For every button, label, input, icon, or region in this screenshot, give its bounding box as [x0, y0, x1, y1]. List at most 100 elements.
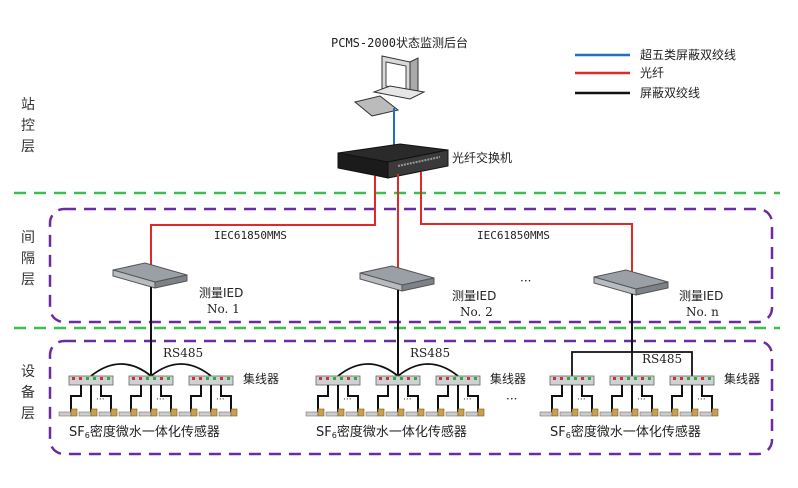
- sensor-ellipsis: ···: [216, 395, 225, 405]
- hub-icon: [549, 375, 595, 386]
- sensor-wire: [611, 385, 623, 412]
- ied-n-name: 测量IED: [679, 289, 724, 303]
- sf6-sensor-icon: [599, 408, 619, 417]
- sf6-sensor-icon: [218, 408, 238, 417]
- fiber-link-ied-1: [150, 176, 376, 270]
- hub-label: 集线器: [490, 372, 527, 386]
- rs485-bus: [397, 363, 459, 377]
- hub-icon: [435, 375, 481, 386]
- hub-icon: [128, 375, 174, 386]
- hub-icon: [188, 375, 234, 386]
- sensor-wire: [551, 385, 563, 412]
- sensor-ellipsis: ···: [463, 395, 472, 405]
- sf6-sensor-icon: [559, 408, 579, 417]
- ied-2-number: No. 2: [460, 305, 493, 319]
- sf6-sensor-icon: [98, 408, 118, 417]
- sensor-ellipsis: ···: [403, 395, 412, 405]
- sensor-wire: [160, 385, 172, 412]
- sensor-wire: [701, 385, 713, 412]
- sensor-wire: [317, 385, 329, 412]
- sf6-sensor-icon: [198, 408, 218, 417]
- hub-icon: [609, 375, 655, 386]
- sf6-sensor-icon: [78, 408, 98, 417]
- hub-label: 集线器: [724, 372, 761, 386]
- sensor-ellipsis: ···: [343, 395, 352, 405]
- legend-label-twisted: 屏蔽双绞线: [640, 86, 701, 100]
- ied-ellipsis: ···: [520, 274, 532, 288]
- sensor-wire: [70, 385, 82, 412]
- fiber-switch-icon: [337, 143, 449, 179]
- sf6-sensor-icon: [118, 408, 138, 417]
- sensor-wire: [437, 385, 449, 412]
- sensor-wire: [347, 385, 359, 412]
- hub-icon: [669, 375, 715, 386]
- sensor-ellipsis: ···: [697, 395, 706, 405]
- sensor-group-label: SF6密度微水一体化传感器: [316, 425, 467, 441]
- hub-icon: [68, 375, 114, 386]
- layer-label-station: 站控层: [21, 97, 35, 155]
- rs485-bus: [150, 363, 212, 377]
- sensor-ellipsis: ···: [577, 395, 586, 405]
- sf6-sensor-icon: [619, 408, 639, 417]
- hub-icon: [375, 375, 421, 386]
- sensor-wire: [641, 385, 653, 412]
- sf6-sensor-icon: [345, 408, 365, 417]
- ied-1-number: No. 1: [207, 302, 240, 316]
- sf6-sensor-icon: [178, 408, 198, 417]
- sf6-sensor-icon: [539, 408, 559, 417]
- sf6-sensor-icon: [445, 408, 465, 417]
- sensor-ellipsis: ···: [637, 395, 646, 405]
- monitoring-backend-title: PCMS-2000状态监测后台: [331, 36, 469, 50]
- sf6-sensor-icon: [639, 408, 659, 417]
- rs485-bus: [337, 363, 399, 377]
- sf6-sensor-icon: [579, 408, 599, 417]
- protocol-label-2: IEC61850MMS: [477, 229, 550, 242]
- hub-icon: [315, 375, 361, 386]
- ied-device-icon: [593, 269, 669, 296]
- device-layer-box: [48, 339, 774, 456]
- ied-1-name: 测量IED: [199, 286, 244, 300]
- sensor-wire: [671, 385, 683, 412]
- sensor-wire: [220, 385, 232, 412]
- sf6-sensor-icon: [158, 408, 178, 417]
- sensor-ellipsis: ···: [96, 395, 105, 405]
- sensor-group-label: SF6密度微水一体化传感器: [550, 425, 701, 441]
- sf6-sensor-icon: [659, 408, 679, 417]
- legend-label-cat5e: 超五类屏蔽双绞线: [640, 48, 737, 62]
- computer-icon: [353, 55, 426, 117]
- rs485-label: RS485: [410, 346, 451, 360]
- legend-label-fiber: 光纤: [640, 66, 665, 80]
- group-ellipsis: ···: [506, 392, 518, 406]
- sensor-wire: [467, 385, 479, 412]
- sensor-wire: [581, 385, 593, 412]
- sf6-sensor-icon: [58, 408, 78, 417]
- ied-n-number: No. n: [686, 305, 719, 319]
- sf6-sensor-icon: [405, 408, 425, 417]
- sf6-sensor-icon: [679, 408, 699, 417]
- sensor-wire: [190, 385, 202, 412]
- sensor-wire: [100, 385, 112, 412]
- rs485-label: RS485: [163, 346, 204, 360]
- sf6-sensor-icon: [425, 408, 445, 417]
- ied-2-name: 测量IED: [452, 289, 497, 303]
- sf6-sensor-icon: [385, 408, 405, 417]
- protocol-label-1: IEC61850MMS: [214, 229, 287, 242]
- sf6-sensor-icon: [305, 408, 325, 417]
- fiber-switch-label: 光纤交换机: [452, 151, 513, 165]
- rs485-label: RS485: [642, 352, 683, 366]
- sensor-ellipsis: ···: [156, 395, 165, 405]
- sf6-sensor-icon: [465, 408, 485, 417]
- bay-layer-box: [48, 207, 774, 324]
- fiber-link-ied-n: [420, 172, 633, 278]
- layer-label-device: 设备层: [21, 364, 35, 422]
- sensor-wire: [130, 385, 142, 412]
- sf6-sensor-icon: [325, 408, 345, 417]
- ied-device-icon: [359, 265, 435, 292]
- sf6-sensor-icon: [699, 408, 719, 417]
- rs485-bus: [90, 363, 152, 377]
- sensor-wire: [407, 385, 419, 412]
- sensor-wire: [377, 385, 389, 412]
- hub-label: 集线器: [243, 372, 280, 386]
- sf6-sensor-icon: [365, 408, 385, 417]
